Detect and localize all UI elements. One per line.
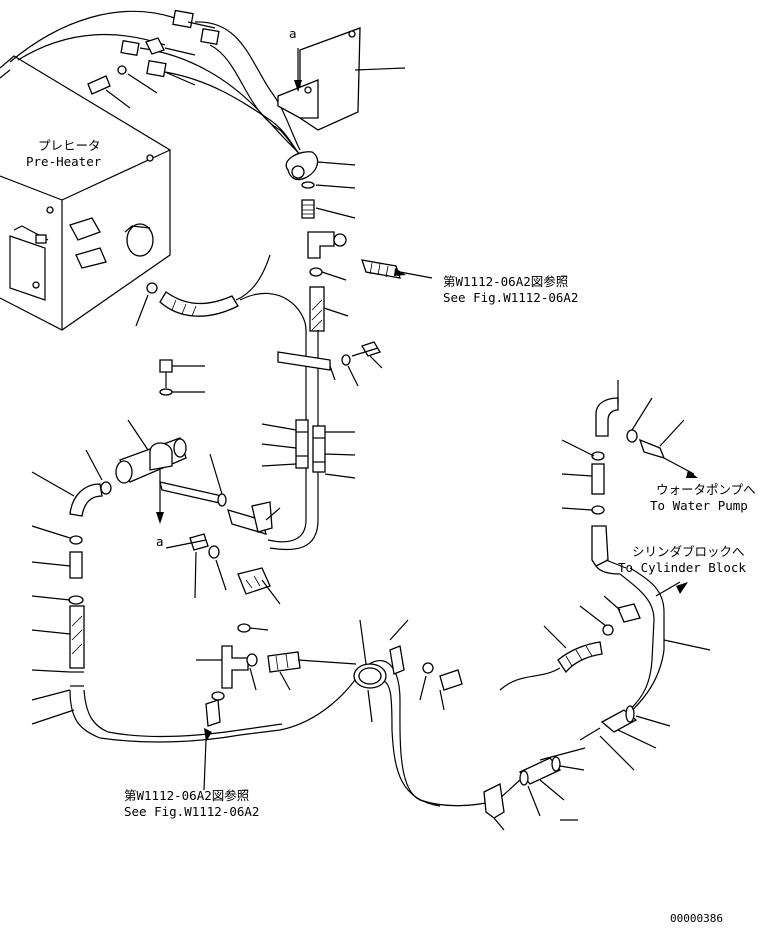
vertical-pipe	[261, 330, 356, 551]
view-a-label-bottom: a	[156, 534, 164, 549]
preheater-hose	[159, 254, 307, 331]
t-fitting: 第W1112-06A2図参照 See Fig.W1112-06A2	[124, 567, 281, 819]
water-pump-label-en: To Water Pump	[650, 498, 748, 513]
drawing-number: 00000386	[670, 912, 723, 925]
pre-heater-unit: プレヒータ Pre-Heater	[0, 55, 171, 331]
view-a-label-top: a	[289, 26, 297, 41]
upper-elbow-hose: 第W1112-06A2図参照 See Fig.W1112-06A2	[307, 231, 578, 332]
cylinder-block-label-jp: シリンダブロックへ	[632, 544, 745, 559]
ref-bottom-en: See Fig.W1112-06A2	[124, 804, 259, 819]
clamp-assembly	[285, 151, 356, 219]
right-hoses: ウォータポンプへ To Water Pump シリンダブロックへ To Cyli…	[483, 380, 756, 831]
preheater-label-jp: プレヒータ	[38, 138, 101, 153]
ref-bottom-jp: 第W1112-06A2図参照	[124, 788, 249, 803]
wire-harness	[9, 9, 301, 156]
middle-hose-clamp	[165, 501, 281, 599]
cylinder-block-label-en: To Cylinder Block	[618, 560, 746, 575]
water-pump-label-jp: ウォータポンプへ	[656, 482, 756, 497]
preheater-label-en: Pre-Heater	[26, 154, 102, 169]
ref-top-jp: 第W1112-06A2図参照	[443, 274, 568, 289]
left-hose-stack	[31, 471, 109, 739]
ref-top-en: See Fig.W1112-06A2	[443, 290, 578, 305]
solenoid-valve: a	[85, 359, 227, 549]
main-pipe-run	[99, 567, 665, 807]
bolt-washer-right	[341, 341, 383, 387]
mounting-bracket: a	[277, 26, 406, 131]
short-hose-clamps	[246, 619, 463, 723]
